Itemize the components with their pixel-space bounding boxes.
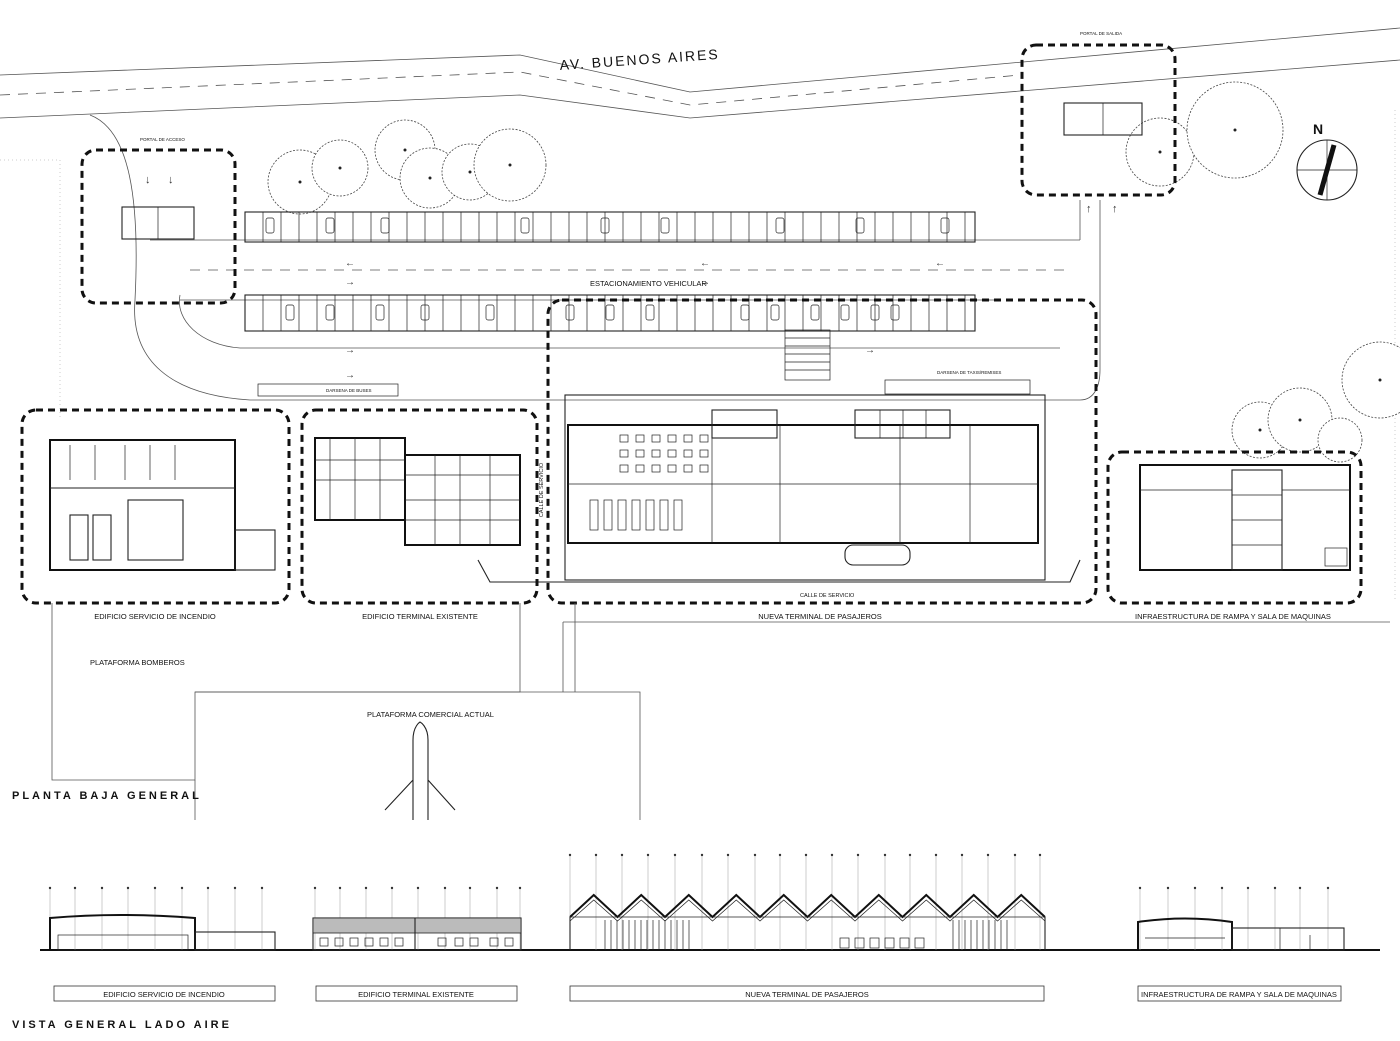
service-street-vertical-label: CALLE DE SERVICIO bbox=[539, 462, 545, 517]
trees bbox=[267, 81, 1400, 463]
svg-text:←: ← bbox=[345, 258, 355, 269]
parking-lot: ESTACIONAMIENTO VEHICULAR ← → ← → ← → → … bbox=[244, 211, 976, 381]
bus-bay-label: DARSENA DE BUSES bbox=[326, 388, 372, 393]
zone-boundaries bbox=[20, 43, 1363, 605]
svg-text:→: → bbox=[345, 277, 355, 288]
ramp-infrastructure-plan bbox=[1139, 464, 1351, 571]
svg-text:←: ← bbox=[700, 258, 710, 269]
plan-title: PLANTA BAJA GENERAL bbox=[12, 790, 202, 802]
street-name: AV. BUENOS AIRES bbox=[559, 46, 720, 73]
service-street-label: CALLE DE SERVICIO bbox=[800, 593, 855, 599]
entry-gate-label: PORTAL DE ACCESO bbox=[140, 137, 185, 142]
zone-fire-building bbox=[20, 408, 291, 605]
new-terminal-plan bbox=[477, 329, 1081, 583]
fire-building-plan bbox=[49, 439, 276, 571]
svg-text:EDIFICIO SERVICIO DE INCENDIO: EDIFICIO SERVICIO DE INCENDIO bbox=[103, 990, 225, 999]
north-arrow: N bbox=[1296, 121, 1358, 201]
svg-text:NUEVA TERMINAL DE PASAJEROS: NUEVA TERMINAL DE PASAJEROS bbox=[745, 990, 869, 999]
exit-gate: ↑ ↑ PORTAL DE SALIDA bbox=[1063, 31, 1143, 215]
svg-text:↓: ↓ bbox=[168, 174, 174, 186]
zone-label-ramp: INFRAESTRUCTURA DE RAMPA Y SALA DE MAQUI… bbox=[1135, 612, 1331, 621]
elevation: EDIFICIO SERVICIO DE INCENDIO EDIFICIO T… bbox=[40, 853, 1380, 1002]
zone-label-fire: EDIFICIO SERVICIO DE INCENDIO bbox=[94, 612, 216, 621]
elevation-ramp-infrastructure bbox=[1137, 917, 1345, 951]
svg-text:←: ← bbox=[935, 258, 945, 269]
street: AV. BUENOS AIRES bbox=[0, 27, 1400, 119]
apron: PLATAFORMA BOMBEROS PLATAFORMA COMERCIAL… bbox=[51, 603, 1390, 820]
svg-text:→: → bbox=[865, 345, 875, 356]
zone-label-existing: EDIFICIO TERMINAL EXISTENTE bbox=[362, 612, 478, 621]
platform-firefighters-label: PLATAFORMA BOMBEROS bbox=[90, 658, 185, 667]
parking-label: ESTACIONAMIENTO VEHICULAR bbox=[590, 279, 707, 288]
zone-ramp-infrastructure bbox=[1106, 450, 1363, 605]
zone-label-terminal: NUEVA TERMINAL DE PASAJEROS bbox=[758, 612, 882, 621]
elevation-title: VISTA GENERAL LADO AIRE bbox=[12, 1019, 232, 1031]
elevation-caption-terminal: NUEVA TERMINAL DE PASAJEROS bbox=[569, 985, 1045, 1002]
north-label: N bbox=[1313, 121, 1323, 137]
entry-gate: ↓ ↓ PORTAL DE ACCESO bbox=[121, 137, 195, 240]
svg-text:↑: ↑ bbox=[1112, 203, 1118, 215]
elevation-fire-building bbox=[49, 914, 276, 951]
bus-bay: DARSENA DE BUSES bbox=[257, 383, 399, 397]
svg-text:↑: ↑ bbox=[1086, 203, 1092, 215]
svg-text:INFRAESTRUCTURA DE RAMPA Y SAL: INFRAESTRUCTURA DE RAMPA Y SALA DE MAQUI… bbox=[1141, 990, 1337, 999]
elevation-caption-fire: EDIFICIO SERVICIO DE INCENDIO bbox=[53, 985, 276, 1002]
svg-text:EDIFICIO TERMINAL EXISTENTE: EDIFICIO TERMINAL EXISTENTE bbox=[358, 990, 474, 999]
existing-terminal-plan bbox=[314, 437, 521, 546]
svg-text:↓: ↓ bbox=[145, 174, 151, 186]
elevation-caption-ramp: INFRAESTRUCTURA DE RAMPA Y SALA DE MAQUI… bbox=[1137, 985, 1342, 1002]
zone-exit-gate bbox=[1020, 43, 1177, 197]
svg-text:→: → bbox=[345, 345, 355, 356]
zone-new-terminal bbox=[546, 298, 1098, 605]
access-roads bbox=[89, 114, 1101, 401]
taxi-bay-label: DARSENA DE TAXIS/REMISES bbox=[937, 370, 1001, 375]
elevation-new-terminal bbox=[569, 893, 1046, 950]
svg-text:→: → bbox=[345, 370, 355, 381]
zone-entry-gate bbox=[80, 148, 237, 305]
zone-existing-terminal bbox=[300, 408, 539, 605]
svg-text:→: → bbox=[700, 277, 710, 288]
elevation-existing-terminal bbox=[312, 917, 522, 951]
platform-commercial-label: PLATAFORMA COMERCIAL ACTUAL bbox=[367, 710, 494, 719]
elevation-caption-existing: EDIFICIO TERMINAL EXISTENTE bbox=[315, 985, 518, 1002]
taxi-bay: DARSENA DE TAXIS/REMISES bbox=[884, 370, 1031, 395]
exit-gate-label: PORTAL DE SALIDA bbox=[1080, 31, 1122, 36]
